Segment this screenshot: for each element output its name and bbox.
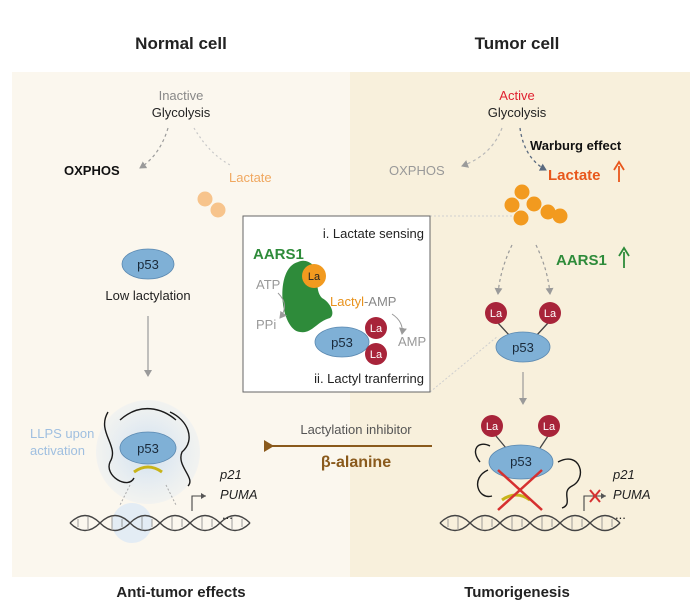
tumor-gene-ellipsis: ... (615, 507, 626, 522)
ppi-label: PPi (256, 317, 276, 332)
normal-dna (69, 514, 251, 532)
tumor-lactate-dot (526, 196, 542, 212)
mechanism-la-label: La (370, 349, 383, 361)
normal-glycolysis-label: Glycolysis (152, 105, 211, 120)
lactate-sensing-title: i. Lactate sensing (323, 226, 424, 241)
normal-gene-p21: p21 (219, 467, 242, 482)
normal-lactate-dot (197, 191, 213, 207)
normal-footer: Anti-tumor effects (116, 584, 245, 601)
atp-label: ATP (256, 277, 280, 292)
normal-p53-active (119, 431, 177, 465)
inhibitor-label: Lactylation inhibitor (300, 422, 412, 437)
mechanism-p53 (314, 326, 370, 358)
normal-p53-active-label: p53 (137, 441, 159, 456)
tumor-la-label: La (490, 308, 503, 320)
low-lactylation-label: Low lactylation (105, 288, 190, 303)
tumor-dna (439, 514, 621, 532)
mechanism-p53-label: p53 (331, 335, 353, 350)
tumor-glycolysis-label: Glycolysis (488, 105, 547, 120)
tumor-la-label: La (543, 421, 556, 433)
tumor-cell-header: Tumor cell (475, 34, 560, 53)
tumor-gene-puma: PUMA (613, 487, 651, 502)
mechanism-box (242, 215, 431, 393)
tumor-p53 (495, 331, 551, 363)
normal-lactate-label: Lactate (229, 170, 272, 185)
lactyl-transfer-title: ii. Lactyl tranferring (314, 371, 424, 386)
inhibitor-name: β-alanine (321, 454, 391, 471)
tumor-p53-bound (488, 444, 554, 480)
normal-cell-header: Normal cell (135, 34, 227, 53)
normal-dna-binding-domain (133, 465, 163, 474)
atp-to-ppi-arrow (277, 292, 287, 319)
tumor-aars1-label: AARS1 (556, 252, 607, 269)
tumor-p53-disordered-region (474, 443, 582, 509)
tumor-p53-bound-label: p53 (510, 454, 532, 469)
tumor-la-link (535, 322, 549, 337)
mechanism-la-sensor (302, 264, 326, 288)
tumor-la-label: La (544, 308, 557, 320)
lactyl-amp-label: Lactyl-AMP (330, 294, 396, 309)
tumor-arrow-to-la-left (494, 244, 513, 295)
warburg-effect-label: Warburg effect (530, 138, 622, 153)
tumor-glycolysis-state: Active (499, 88, 534, 103)
amp-release-arrow (391, 313, 407, 335)
tumor-oxphos-label: OXPHOS (389, 163, 445, 178)
tumor-transcription-arrow (583, 493, 606, 511)
tumor-transcription-block (589, 489, 601, 503)
amp-suffix-text: -AMP (364, 294, 397, 309)
normal-gene-puma: PUMA (220, 487, 258, 502)
mechanism-aars1-label: AARS1 (253, 246, 304, 263)
normal-p53 (121, 248, 175, 280)
tumor-la-label: La (486, 421, 499, 433)
tumor-la-mark (485, 302, 507, 324)
normal-glycolysis-state: Inactive (159, 88, 204, 103)
tumor-lactate-dot (552, 208, 568, 224)
normal-transcription-arrow (191, 493, 206, 511)
normal-lactate-dot (210, 202, 226, 218)
normal-arrow-to-lactate (193, 127, 233, 167)
tumor-lactate-dot (513, 210, 529, 226)
normal-gene-ellipsis: ... (222, 507, 233, 522)
llps-label-line1: LLPS upon (30, 426, 94, 441)
tumor-arrow-to-la-right (535, 244, 554, 295)
tumor-lactate-cluster (504, 184, 568, 226)
tumor-lactate-label: Lactate (548, 167, 601, 184)
normal-p53-label: p53 (137, 257, 159, 272)
normal-oxphos-label: OXPHOS (64, 163, 120, 178)
tumor-lactate-dot (540, 204, 556, 220)
tumor-lactate-dot (504, 197, 520, 213)
llps-label-line2: activation (30, 443, 85, 458)
tumor-lactate-dot (514, 184, 530, 200)
lactate-up-arrow (613, 160, 625, 182)
amp-label: AMP (398, 334, 426, 349)
mechanism-la-mark (365, 343, 387, 365)
mechanism-la-sensor-label: La (308, 271, 321, 283)
tumor-la-mark (539, 302, 561, 324)
normal-p53-disordered-region (103, 407, 191, 487)
normal-dna-highlight (112, 503, 152, 543)
tumor-footer: Tumorigenesis (464, 584, 570, 601)
tumor-la-mark (538, 415, 560, 437)
mechanism-la-mark (365, 317, 387, 339)
tumor-la-mark (481, 415, 503, 437)
normal-arrow-to-oxphos (139, 127, 169, 169)
mechanism-la-label: La (370, 323, 383, 335)
tumor-inhibition-cross (497, 469, 543, 511)
tumor-la-link (495, 435, 507, 449)
lactyl-text: Lactyl (330, 294, 364, 309)
zoom-line (429, 335, 499, 393)
aars1-enzyme (282, 260, 333, 333)
aars1-up-arrow (618, 246, 630, 268)
tumor-gene-p21: p21 (612, 467, 635, 482)
tumor-la-link (539, 435, 549, 449)
tumor-la-link (497, 322, 511, 337)
tumor-p53-label: p53 (512, 340, 534, 355)
